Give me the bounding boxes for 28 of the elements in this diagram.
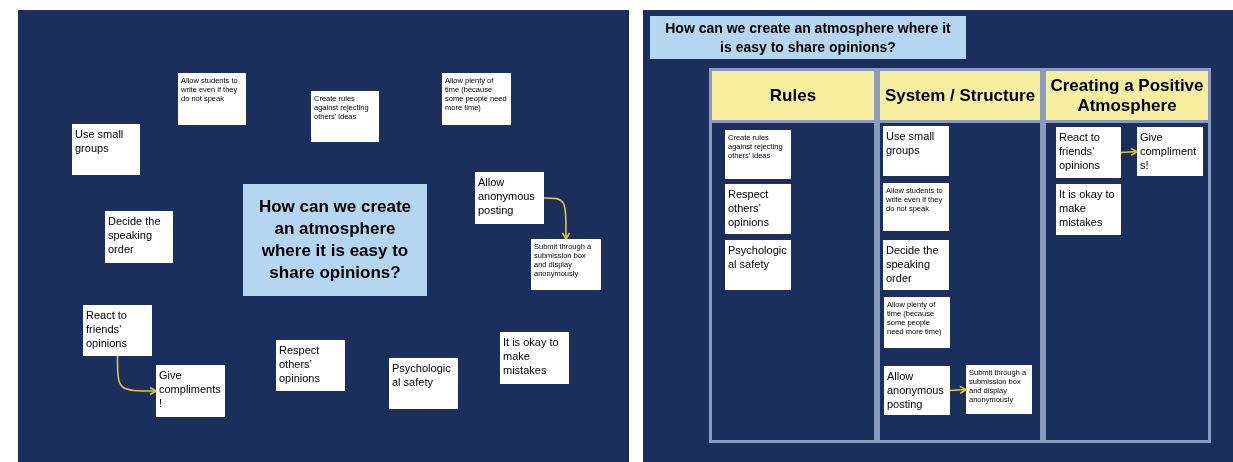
- arrow: [116, 355, 157, 396]
- sticky-note: Decide the speaking order: [105, 211, 173, 263]
- sticky-note: Decide the speaking order: [883, 240, 949, 290]
- sticky-note: Use small groups: [883, 126, 949, 176]
- sticky-note: React to friends’ opinions: [1056, 127, 1121, 178]
- sticky-note: Psychological safety: [389, 358, 458, 409]
- arrow: [949, 385, 967, 395]
- sticky-note: Allow anonymous posting: [884, 366, 950, 415]
- column-heading: System / Structure: [880, 71, 1040, 123]
- sticky-note: Respect others’ opinions: [725, 184, 791, 234]
- sticky-note: Psychological safety: [725, 240, 791, 290]
- category-column: [709, 68, 877, 443]
- sticky-note: Give compliments!: [1137, 127, 1203, 176]
- question-box: How can we create an atmosphere where it is easy to share opinions?: [243, 184, 427, 296]
- sticky-note: Respect others’ opinions: [276, 340, 345, 391]
- column-heading: Rules: [712, 71, 874, 123]
- sticky-note: Give compliments!: [156, 365, 225, 417]
- sticky-note: Allow anonymous posting: [475, 172, 544, 224]
- arrow: [543, 197, 571, 240]
- sticky-note: It is okay to make mistakes: [1056, 184, 1121, 235]
- sticky-note: Use small groups: [72, 124, 140, 175]
- sticky-note: It is okay to make mistakes: [500, 332, 569, 384]
- sticky-note: React to friends’ opinions: [83, 305, 152, 356]
- arrow: [1120, 147, 1138, 157]
- category-column: [877, 68, 1043, 443]
- question-box: How can we create an atmosphere where it is easy to share opinions?: [650, 16, 966, 59]
- category-column: [1043, 68, 1211, 443]
- column-heading: Creating a Positive Atmosphere: [1046, 71, 1208, 123]
